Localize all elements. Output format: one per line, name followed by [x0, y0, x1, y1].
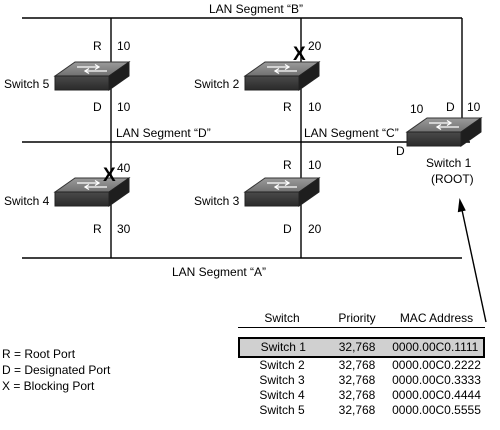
switch-5-label: Switch 5	[4, 77, 50, 91]
cell-mac: 0000.00C0.4444	[392, 388, 481, 402]
s5-bot-port-cost: 10	[117, 100, 131, 114]
table-row: Switch 5 32,768 0000.00C0.5555	[238, 403, 485, 418]
header-switch: Switch	[264, 311, 300, 325]
cell-switch: Switch 2	[259, 358, 305, 372]
cell-priority: 32,768	[338, 358, 376, 372]
switch-4-label: Switch 4	[4, 194, 50, 208]
s1-left-port-role: D	[396, 144, 405, 158]
s2-bot-port-role: R	[283, 100, 292, 114]
s5-top-port-cost: 10	[117, 39, 131, 53]
s4-bot-port-role: R	[93, 222, 102, 236]
switch-3-icon	[244, 177, 320, 207]
cell-priority: 32,768	[338, 388, 376, 402]
cell-switch: Switch 3	[259, 373, 305, 387]
s5-bot-port-role: D	[93, 100, 102, 114]
switch-4-icon	[54, 177, 130, 207]
legend-blocking-port: X = Blocking Port	[2, 379, 95, 393]
switch-1-root-label: (ROOT)	[431, 172, 474, 186]
lan-segment-a-label: LAN Segment “A”	[172, 265, 266, 279]
header-priority: Priority	[338, 311, 376, 325]
table-row: Switch 3 32,768 0000.00C0.3333	[238, 373, 485, 388]
switch-3-label: Switch 3	[194, 194, 240, 208]
s1-top-port-role: D	[446, 100, 455, 114]
s2-top-port-cost: 20	[308, 39, 322, 53]
cell-priority: 32,768	[338, 340, 376, 354]
cell-mac: 0000.00C0.5555	[392, 403, 481, 417]
cell-mac: 0000.00C0.2222	[392, 358, 481, 372]
switch-5-icon	[54, 61, 130, 91]
bridge-id-table: Switch Priority MAC Address Switch 1 32,…	[238, 311, 485, 418]
switch-2-label: Switch 2	[194, 77, 240, 91]
lan-segment-d-label: LAN Segment “D”	[116, 126, 211, 140]
s2-bot-port-cost: 10	[308, 100, 322, 114]
s1-top-port-cost: 10	[467, 100, 481, 114]
legend-root-port: R = Root Port	[2, 347, 76, 361]
port-legend: R = Root Port D = Designated Port X = Bl…	[2, 346, 110, 394]
cell-switch: Switch 4	[259, 388, 305, 402]
s5-top-port-role: R	[93, 39, 102, 53]
s3-bot-port-cost: 20	[308, 222, 322, 236]
s4-top-port-cost: 40	[117, 161, 131, 175]
s1-left-port-cost: 10	[410, 102, 424, 116]
s4-bot-port-cost: 30	[117, 222, 131, 236]
s3-bot-port-role: D	[283, 222, 292, 236]
legend-designated-port: D = Designated Port	[2, 363, 111, 377]
switch-1-label: Switch 1	[426, 156, 472, 170]
cell-mac: 0000.00C0.3333	[392, 373, 481, 387]
s3-top-port-cost: 10	[308, 158, 322, 172]
lan-segment-b-label: LAN Segment “B”	[209, 2, 303, 16]
table-header: Switch Priority MAC Address	[238, 311, 485, 328]
header-mac-address: MAC Address	[399, 311, 474, 325]
root-pointer-arrowhead	[457, 198, 466, 213]
table-row-highlighted: Switch 1 32,768 0000.00C0.1111	[238, 337, 485, 358]
switch-2-icon	[244, 61, 320, 91]
s2-blocking-mark: X	[293, 44, 306, 65]
table-row: Switch 2 32,768 0000.00C0.2222	[238, 358, 485, 373]
cell-priority: 32,768	[338, 373, 376, 387]
s4-blocking-mark: X	[103, 165, 116, 186]
cell-priority: 32,768	[338, 403, 376, 417]
root-pointer-arrow	[461, 209, 487, 323]
table-row: Switch 4 32,768 0000.00C0.4444	[238, 388, 485, 403]
cell-switch: Switch 1	[260, 340, 306, 354]
s3-top-port-role: R	[283, 158, 292, 172]
cell-mac: 0000.00C0.1111	[392, 340, 479, 354]
lan-segment-c-label: LAN Segment “C”	[304, 126, 399, 140]
cell-switch: Switch 5	[259, 403, 305, 417]
